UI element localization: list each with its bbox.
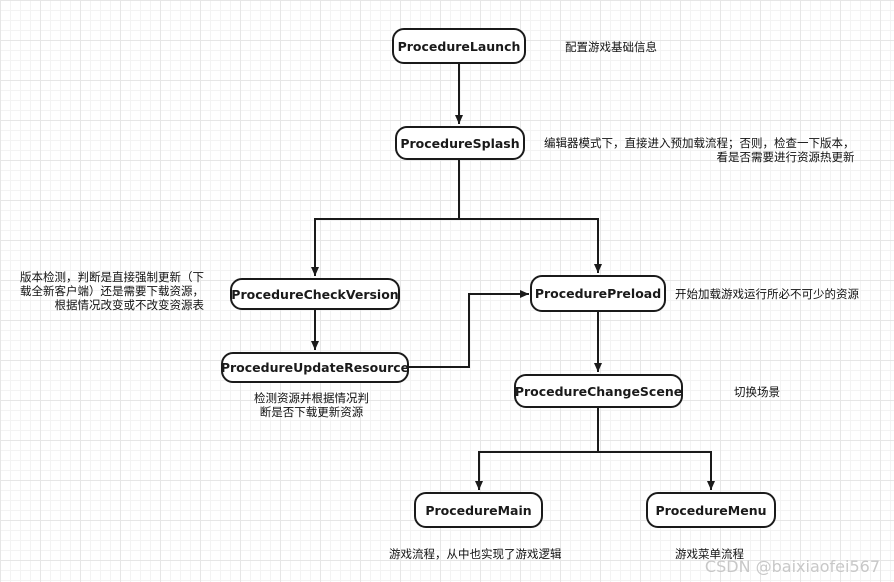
edge-changescene-to-main <box>475 408 599 490</box>
edge-splash-to-preload <box>459 218 602 273</box>
watermark: CSDN @baixiaofei567 <box>704 557 880 576</box>
note-check-version-line-2: 载全新客户端）还是需要下载资源， <box>20 284 204 298</box>
node-procedure-splash: ProcedureSplash <box>395 126 525 160</box>
note-launch: 配置游戏基础信息 <box>565 40 657 54</box>
note-check-version: 版本检测，判断是直接强制更新（下 载全新客户端）还是需要下载资源， 根据情况改变… <box>20 270 204 312</box>
note-splash-line-2: 看是否需要进行资源热更新 <box>716 150 855 164</box>
node-procedure-check-version: ProcedureCheckVersion <box>230 278 400 310</box>
node-procedure-change-scene: ProcedureChangeScene <box>514 374 683 408</box>
note-menu: 游戏菜单流程 <box>675 547 744 561</box>
node-procedure-main: ProcedureMain <box>414 492 543 528</box>
edge-updateresource-to-preload <box>409 290 529 368</box>
note-splash-line-1: 编辑器模式下，直接进入预加载流程；否则，检查一下版本， <box>544 136 855 150</box>
edge-splash-to-checkversion <box>311 160 460 276</box>
node-procedure-update-resource: ProcedureUpdateResource <box>221 352 409 383</box>
note-check-version-line-1: 版本检测，判断是直接强制更新（下 <box>20 270 204 284</box>
note-preload: 开始加载游戏运行所必不可少的资源 <box>675 287 859 301</box>
node-procedure-preload: ProcedurePreload <box>530 275 666 312</box>
note-change-scene: 切换场景 <box>734 385 780 399</box>
note-splash: 编辑器模式下，直接进入预加载流程；否则，检查一下版本， 看是否需要进行资源热更新 <box>544 136 855 164</box>
note-main: 游戏流程，从中也实现了游戏逻辑 <box>389 547 562 561</box>
node-procedure-menu: ProcedureMenu <box>646 492 776 528</box>
note-update-resource-line-2: 断是否下载更新资源 <box>259 405 364 419</box>
note-update-resource-line-1: 检测资源并根据情况判 <box>254 391 369 405</box>
note-check-version-line-3: 根据情况改变或不改变资源表 <box>54 298 205 312</box>
edge-changescene-to-menu <box>598 451 715 490</box>
node-procedure-launch: ProcedureLaunch <box>392 28 526 64</box>
note-update-resource: 检测资源并根据情况判 断是否下载更新资源 <box>254 391 369 419</box>
